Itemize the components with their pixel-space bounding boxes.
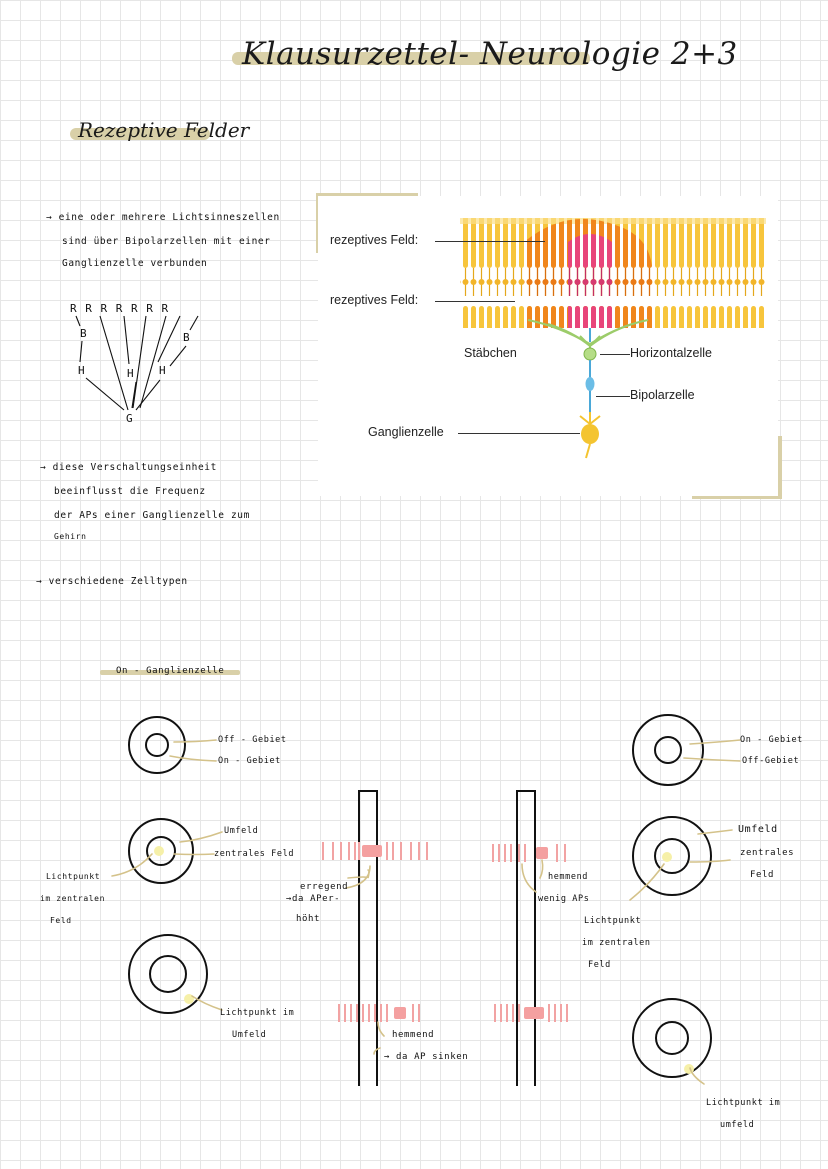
section-highlight: [100, 670, 240, 675]
bipolar-label: B: [80, 327, 88, 340]
receptive-field-inner-ring: [654, 838, 690, 874]
label-light-point-surround: umfeld: [720, 1120, 755, 1130]
page-title: Klausurzettel- Neurologie 2+3: [242, 36, 738, 72]
label-center-field: zentrales Feld: [214, 849, 295, 859]
figure-label-rods: Stäbchen: [464, 346, 517, 360]
bipolar-label: B: [183, 331, 191, 344]
label-surround: Umfeld: [738, 824, 778, 835]
title-highlight: [232, 52, 590, 65]
horizontal-label: H: [127, 367, 135, 380]
receptive-field-inner-ring: [655, 1021, 689, 1055]
label-inhibitory: hemmend: [392, 1030, 435, 1040]
retina-figure: rezeptives Feld: rezeptives Feld: Stäbch…: [318, 196, 778, 496]
receptive-field-outer-ring: [128, 716, 186, 774]
activity-axis: [516, 790, 536, 1086]
spike-train-excited: [320, 842, 432, 860]
figure-label-receptive-field: rezeptives Feld:: [330, 293, 419, 307]
ganglion-label: G: [126, 412, 134, 425]
light-point: [154, 846, 164, 856]
receptive-field-outer-ring: [632, 714, 704, 786]
receptive-field-outer-ring: [128, 934, 208, 1014]
leader-line: [600, 354, 630, 355]
figure-corner-deco: [318, 193, 418, 197]
label-inhibitory: → da AP sinken: [384, 1052, 469, 1062]
receptive-field-outer-ring: [632, 998, 712, 1078]
receptive-field-outer-ring: [128, 818, 194, 884]
figure-label-receptive-field: rezeptives Feld:: [330, 233, 419, 247]
spike-train-inhibited: [490, 844, 570, 862]
light-point: [184, 994, 194, 1004]
note-line: sind über Bipolarzellen mit einer: [62, 236, 271, 247]
note-line: → eine oder mehrere Lichtsinneszellen: [46, 212, 280, 223]
figure-label-ganglion-cell: Ganglienzelle: [368, 425, 444, 439]
label-excitatory: erregend: [300, 882, 349, 892]
receptive-field-inner-ring: [654, 736, 682, 764]
section-title: Rezeptive Felder: [78, 118, 250, 142]
note-line: Gehirn: [54, 532, 87, 541]
retina-illustration: [460, 218, 766, 459]
section-label: On - Ganglienzelle: [116, 666, 225, 676]
note-line: Ganglienzelle verbunden: [62, 258, 208, 269]
figure-label-horizontal-cell: Horizontalzelle: [630, 346, 712, 360]
receptor-row: R R R R R R R: [70, 302, 170, 315]
label-inhibitory: hemmend: [548, 872, 589, 882]
label-light-point-center: Feld: [50, 916, 72, 925]
horizontal-label: H: [159, 364, 167, 377]
label-center-field: zentrales: [740, 848, 795, 858]
leader-line: [596, 396, 630, 397]
label-off-area: Off - Gebiet: [218, 735, 287, 745]
spike-train-excited: [492, 1004, 574, 1022]
label-light-point-surround: Lichtpunkt im: [220, 1008, 295, 1018]
figure-label-bipolar-cell: Bipolarzelle: [630, 388, 695, 402]
light-point: [684, 1064, 694, 1074]
receptive-field-inner-ring: [146, 836, 176, 866]
figure-corner-deco: [778, 436, 782, 499]
spike-train-inhibited: [336, 1004, 426, 1022]
label-light-point-center: im zentralen: [40, 894, 105, 903]
label-excitatory: →da APer-: [286, 894, 341, 904]
label-off-area: Off-Gebiet: [742, 756, 800, 766]
label-on-area: On - Gebiet: [740, 735, 803, 745]
note-line: → diese Verschaltungseinheit: [40, 462, 217, 473]
label-center-field: Feld: [750, 870, 775, 880]
note-line: → verschiedene Zelltypen: [36, 576, 188, 587]
label-light-point-center: Feld: [588, 960, 611, 970]
receptive-field-outer-ring: [632, 816, 712, 896]
figure-corner-deco: [692, 495, 782, 499]
note-line: beeinflusst die Frequenz: [54, 486, 206, 497]
label-light-point-surround: Umfeld: [232, 1030, 267, 1040]
label-inhibitory: wenig APs: [538, 894, 590, 904]
leader-line: [458, 433, 580, 434]
note-line: der APs einer Ganglienzelle zum: [54, 510, 250, 521]
label-light-point-center: im zentralen: [582, 938, 651, 948]
label-light-point-center: Lichtpunkt: [584, 916, 642, 926]
label-on-area: On - Gebiet: [218, 756, 281, 766]
light-point: [662, 852, 672, 862]
label-light-point-surround: Lichtpunkt im: [706, 1098, 781, 1108]
receptive-field-inner-ring: [145, 733, 169, 757]
label-excitatory: höht: [296, 914, 321, 924]
label-surround: Umfeld: [224, 826, 259, 836]
horizontal-label: H: [78, 364, 86, 377]
receptive-field-inner-ring: [149, 955, 187, 993]
leader-line: [435, 301, 515, 302]
leader-line: [435, 241, 545, 242]
activity-axis: [358, 790, 378, 1086]
subtitle-highlight: [70, 128, 210, 140]
label-light-point-center: Lichtpunkt: [46, 872, 101, 881]
